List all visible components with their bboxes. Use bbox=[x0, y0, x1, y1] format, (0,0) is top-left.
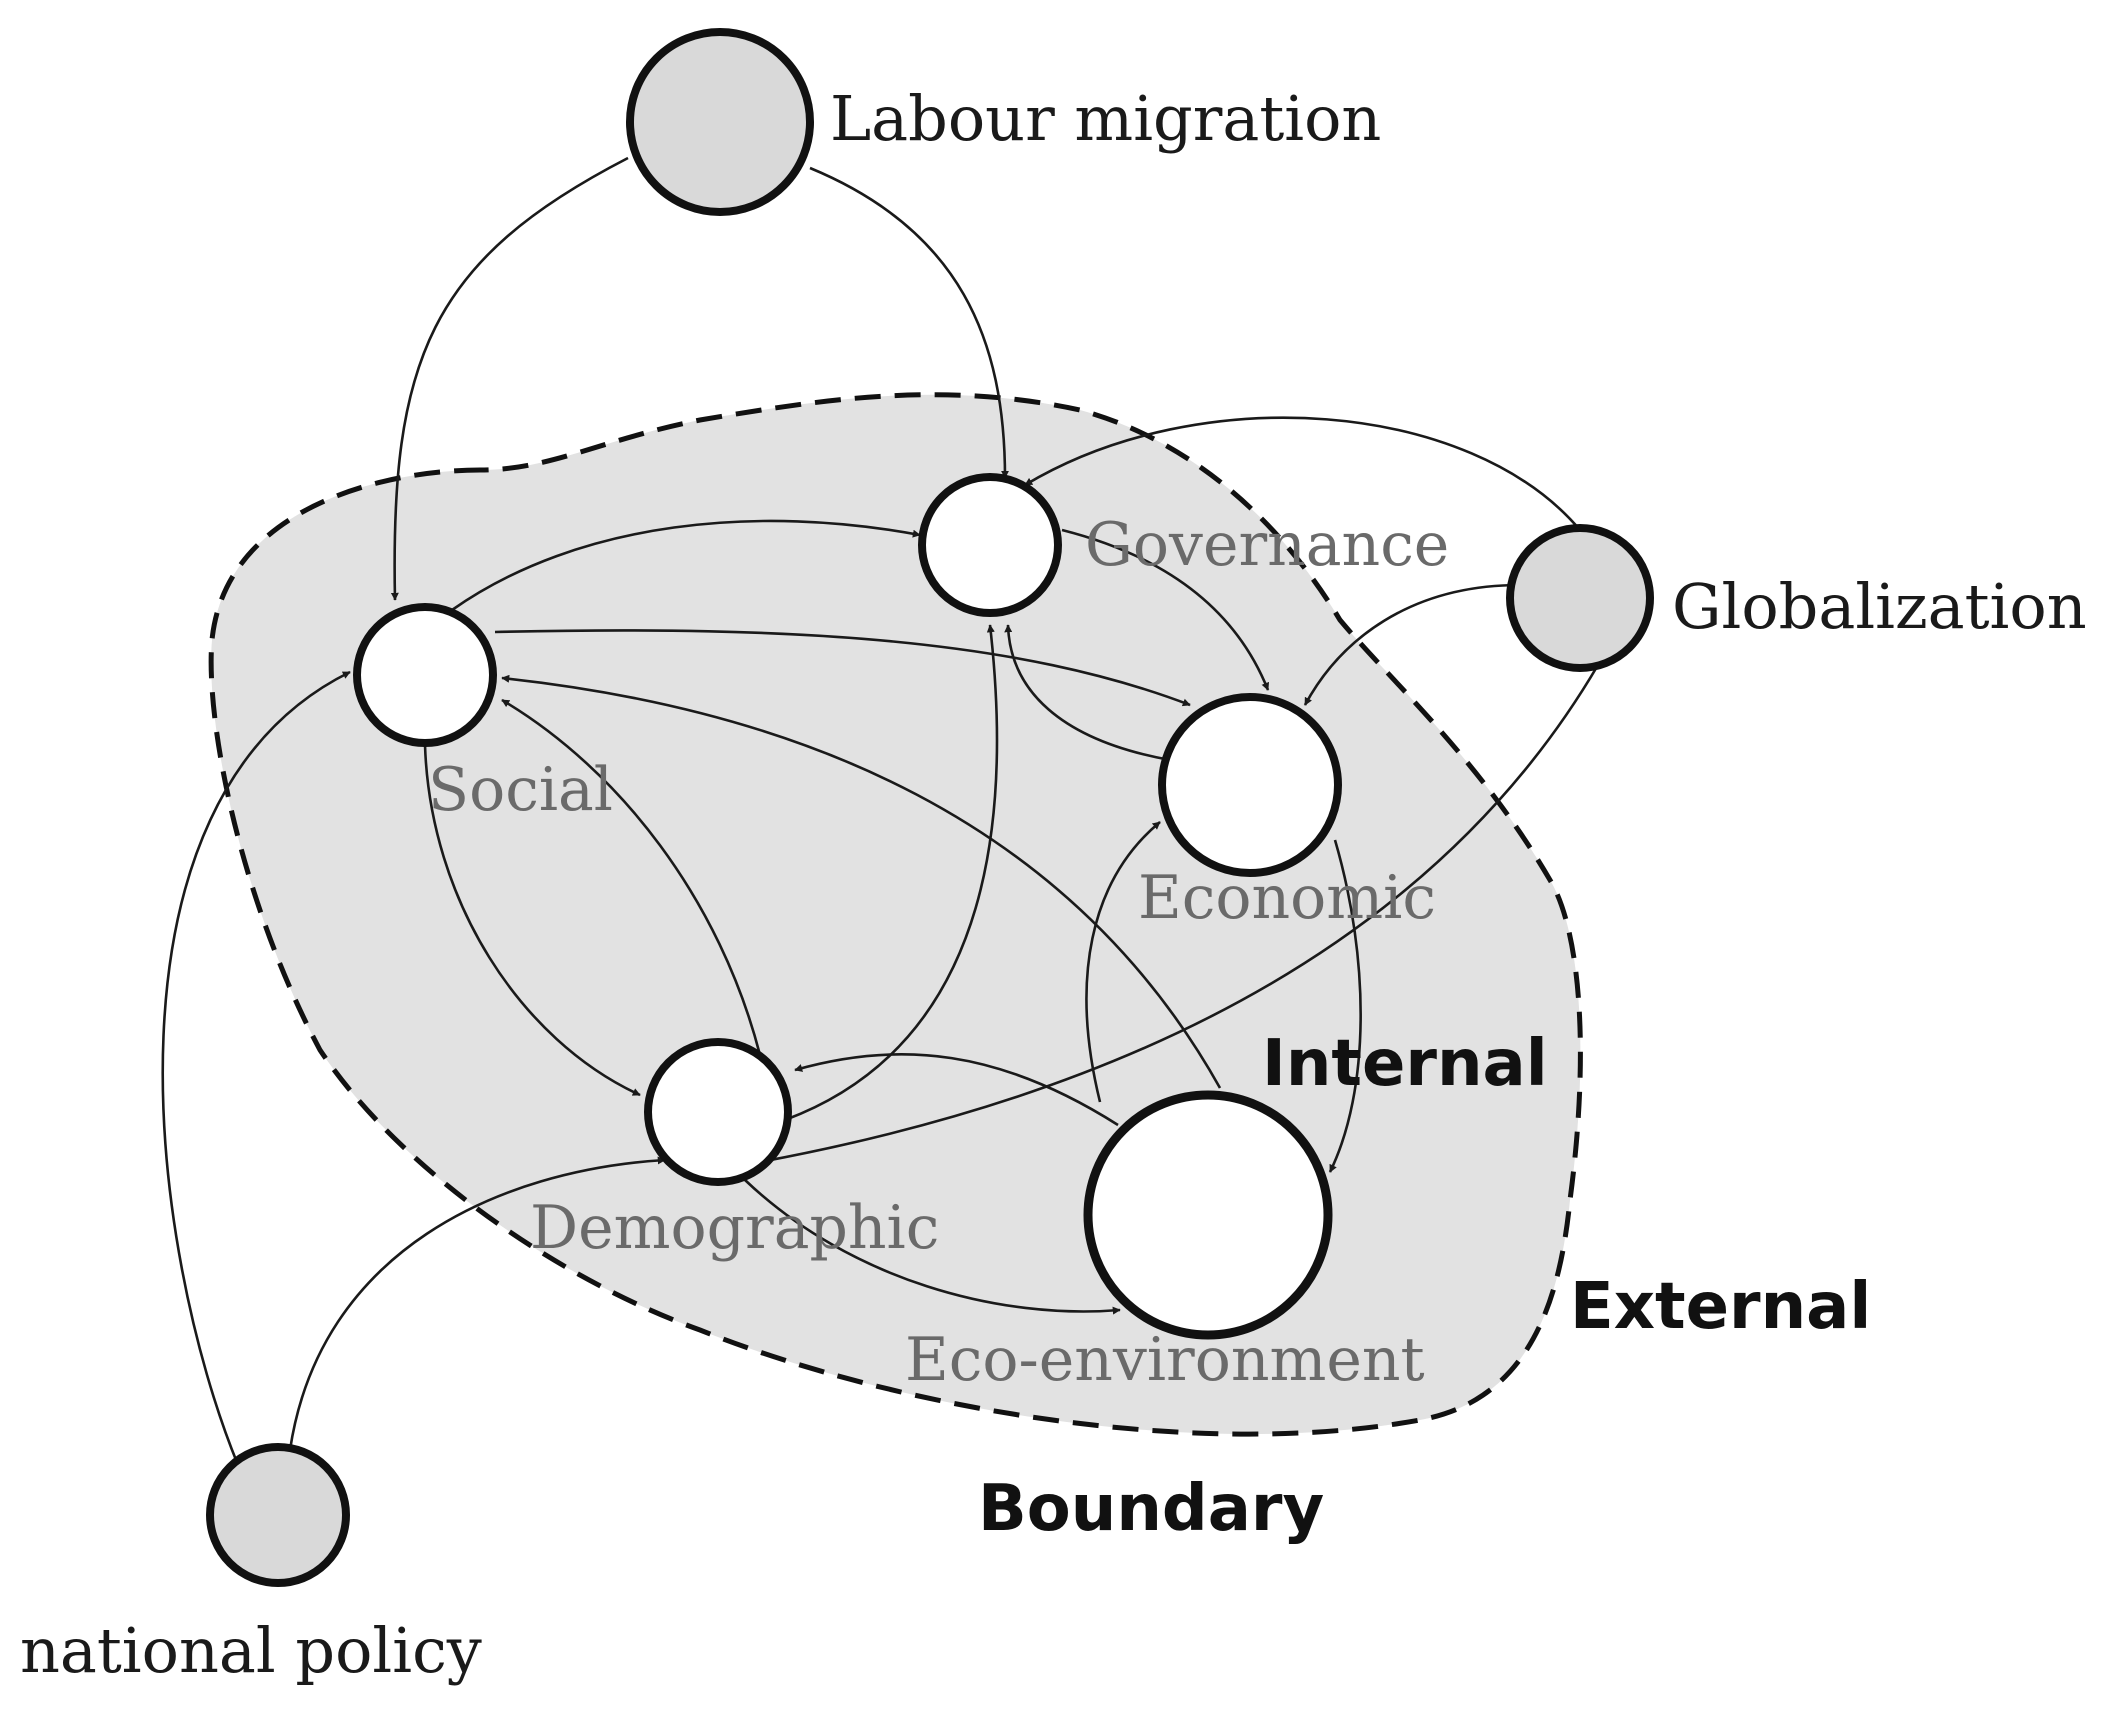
edge-policy-to-demographic bbox=[288, 1156, 666, 1451]
edge-ecoenv-to-economic bbox=[1085, 820, 1161, 1103]
economic-label: Economic bbox=[1138, 863, 1436, 933]
labour-migration-label: Labour migration bbox=[830, 82, 1381, 155]
national-policy-label: national policy bbox=[20, 1614, 482, 1687]
edge-ecoenv-to-demographic bbox=[794, 1053, 1119, 1127]
edge-globalization-to-economic bbox=[1303, 583, 1521, 706]
national-policy-node[interactable] bbox=[206, 1443, 350, 1587]
edge-social-to-governance bbox=[451, 519, 921, 612]
edge-demographic-to-ecoenv bbox=[744, 1179, 1121, 1315]
edge-demographic-to-social bbox=[501, 698, 762, 1056]
eco-environment-node[interactable] bbox=[1083, 1090, 1333, 1340]
boundary-region-label: Boundary bbox=[978, 1472, 1324, 1546]
edge-globalization-to-demographic bbox=[759, 664, 1600, 1165]
edge-economic-to-governance bbox=[1004, 624, 1171, 762]
edge-social-to-economic bbox=[494, 629, 1191, 707]
edge-labour-to-governance bbox=[809, 166, 1009, 479]
edge-social-to-demographic bbox=[423, 744, 641, 1097]
nodes bbox=[206, 28, 1654, 1587]
economic-node[interactable] bbox=[1158, 693, 1342, 877]
edge-economic-to-ecoenv bbox=[1328, 839, 1362, 1173]
eco-environment-label: Eco-environment bbox=[905, 1325, 1425, 1395]
edge-governance-to-economic bbox=[1061, 528, 1270, 691]
external-region-label: External bbox=[1570, 1270, 1871, 1344]
social-node[interactable] bbox=[353, 603, 497, 747]
node-labels: Labour migration Globalization national … bbox=[20, 82, 2087, 1687]
edges bbox=[161, 156, 1600, 1466]
edge-demographic-to-governance bbox=[784, 624, 999, 1122]
edge-policy-to-social bbox=[161, 670, 351, 1466]
edge-globalization-to-governance bbox=[1024, 416, 1581, 531]
internal-region-label: Internal bbox=[1262, 1027, 1548, 1101]
demographic-node[interactable] bbox=[644, 1038, 792, 1186]
globalization-node[interactable] bbox=[1506, 524, 1654, 672]
region-labels: Internal External Boundary bbox=[978, 1027, 1871, 1546]
globalization-label: Globalization bbox=[1672, 570, 2087, 643]
social-label: Social bbox=[428, 755, 613, 825]
governance-node[interactable] bbox=[918, 473, 1062, 617]
edge-ecoenv-to-social bbox=[501, 674, 1222, 1089]
governance-label: Governance bbox=[1085, 510, 1449, 580]
edge-labour-to-social bbox=[390, 156, 629, 601]
labour-migration-node[interactable] bbox=[626, 28, 814, 216]
demographic-label: Demographic bbox=[530, 1193, 939, 1263]
